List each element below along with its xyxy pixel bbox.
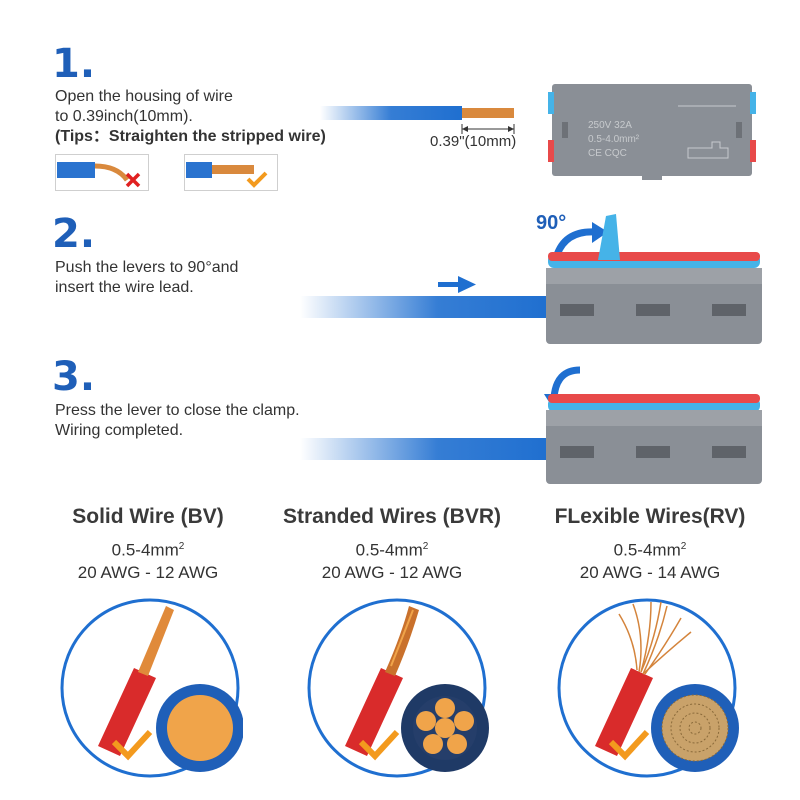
step-1-wire [320, 106, 515, 134]
wire-insulation [57, 162, 95, 178]
bent-wire-wrong-illustration [55, 154, 149, 191]
flexible-wire-title: FLexible Wires(RV) [554, 505, 746, 528]
solid-wire-range: 0.5-4mm2 [111, 540, 185, 560]
flexible-wire-awg: 20 AWG - 14 AWG [579, 563, 721, 582]
step-2-number: 2. [52, 211, 96, 257]
step-1-number: 1. [52, 41, 96, 87]
connector-housing [552, 84, 752, 176]
step-1-line-1: Open the housing of wire [55, 88, 233, 105]
lever-angle-label: 90° [536, 212, 567, 234]
step-2-line-2: insert the wire lead. [55, 279, 194, 296]
raised-lever [598, 214, 620, 260]
cross-icon [125, 172, 141, 188]
stripped-copper-core [462, 108, 514, 118]
wire-port [712, 446, 746, 458]
marking-range: 0.5-4.0mm² [588, 134, 640, 145]
strip-length-label: 0.39"(10mm) [430, 133, 517, 150]
solid-wire-illustration [60, 598, 243, 778]
insert-arrow-icon [438, 276, 476, 293]
lever-diagram-icon [687, 141, 729, 159]
press-arrow-icon [550, 366, 581, 399]
connector-open-levers [546, 214, 762, 344]
red-lever [548, 252, 760, 261]
step-3-number: 3. [52, 354, 96, 400]
wire-port [560, 304, 594, 316]
red-insulation [345, 668, 403, 756]
step-1-text: Open the housing of wire to 0.39inch(10m… [55, 87, 326, 147]
red-insulation [595, 668, 653, 756]
step-1-line-2: to 0.39inch(10mm). [55, 108, 193, 125]
wire-insulation [300, 438, 550, 460]
wire-insulation [186, 162, 212, 178]
solid-wire-title: Solid Wire (BV) [72, 505, 224, 528]
stranded-wire-range: 0.5-4mm2 [355, 540, 429, 560]
straight-copper-core [212, 165, 254, 174]
step-3-line-1: Press the lever to close the clamp. [55, 402, 300, 419]
stranded-wire-title: Stranded Wires (BVR) [282, 505, 501, 528]
solid-wire-awg: 20 AWG - 12 AWG [77, 563, 219, 582]
wire-insulation [300, 296, 550, 318]
step-2-line-1: Push the levers to 90°and [55, 259, 239, 276]
step-3-line-2: Wiring completed. [55, 422, 184, 439]
solid-copper-core [138, 606, 174, 676]
marking-certifications: CE CQC [588, 148, 627, 159]
wire-port [712, 304, 746, 316]
step-3-text: Press the lever to close the clamp. Wiri… [55, 401, 300, 441]
marking-rating: 250V 32A [588, 120, 632, 131]
flexible-copper-strands [618, 601, 692, 675]
step-2-wire [300, 276, 550, 318]
check-icon [608, 729, 650, 761]
step-2-text: Push the levers to 90°and insert the wir… [55, 258, 238, 298]
connector-closed-levers [544, 366, 762, 484]
step-3-wire [300, 438, 550, 460]
red-lever [548, 394, 760, 403]
check-icon [246, 171, 268, 188]
check-icon [358, 729, 400, 761]
wire-port [636, 304, 670, 316]
wire-port [560, 446, 594, 458]
wire-port [636, 446, 670, 458]
flexible-wire-range: 0.5-4mm2 [613, 540, 687, 560]
bent-copper-core [94, 163, 130, 182]
check-icon [111, 729, 153, 761]
red-insulation [98, 668, 156, 756]
stranded-wire-awg: 20 AWG - 12 AWG [321, 563, 463, 582]
stranded-wire-illustration [307, 598, 489, 778]
flexible-wire-illustration [557, 598, 739, 778]
step-1-tips: (Tips：Straighten the stripped wire) [55, 128, 326, 145]
straight-wire-right-illustration [184, 154, 278, 191]
wire-insulation [320, 106, 462, 120]
connector-top-view: 250V 32A 0.5-4.0mm² CE CQC [548, 84, 756, 180]
